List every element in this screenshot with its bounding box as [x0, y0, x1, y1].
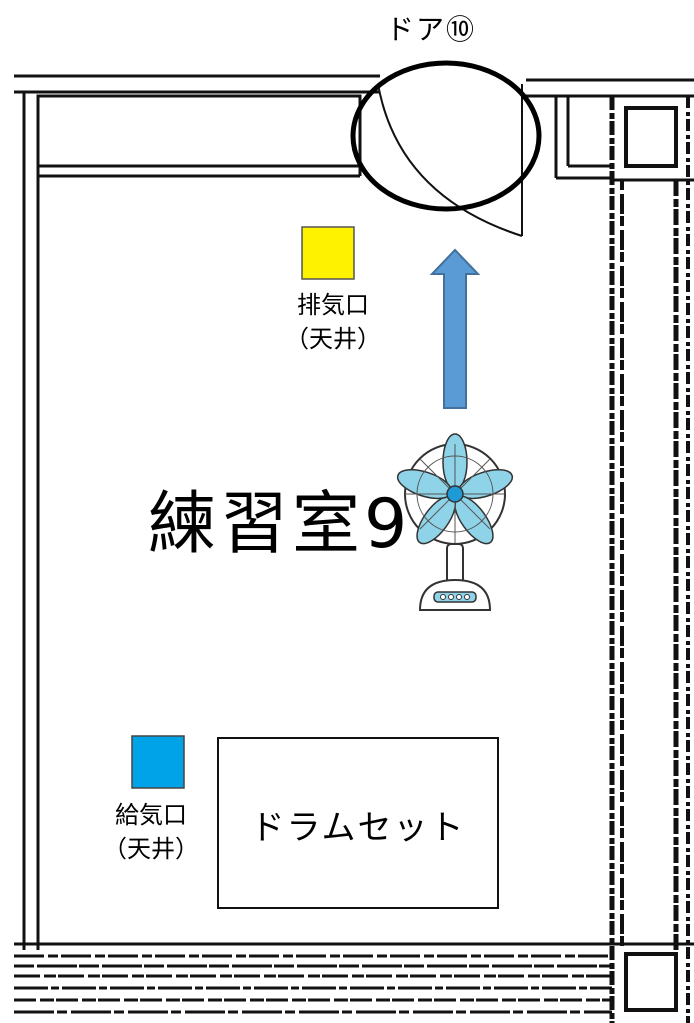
room-name-label: 練習室9: [148, 485, 412, 564]
exhaust-vent-label-line1: 排気口: [297, 292, 369, 319]
door-swing: [377, 83, 523, 237]
electric-fan-icon: [396, 433, 514, 611]
supply-vent-square: [131, 735, 185, 789]
airflow-arrow: [429, 248, 481, 409]
left-wall: [22, 92, 40, 950]
supply-vent-label-line1: 給気口: [115, 802, 187, 829]
drum-set-label: ドラムセット: [250, 808, 466, 848]
supply-vent-label: 給気口 （天井）: [96, 799, 206, 867]
supply-vent-label-line2: （天井）: [103, 836, 199, 863]
top-storage-cabinet: [36, 94, 362, 178]
drum-set-area: [217, 737, 499, 909]
door-label: ドア⑩: [386, 13, 477, 46]
door-highlight-circle: [350, 60, 542, 212]
exhaust-vent-label: 排気口 （天井）: [278, 289, 388, 357]
exhaust-vent-square: [301, 226, 355, 280]
right-wall: [554, 96, 694, 1023]
exhaust-vent-label-line2: （天井）: [285, 326, 381, 353]
bottom-wall: [14, 942, 694, 1014]
top-wall: [14, 74, 694, 98]
